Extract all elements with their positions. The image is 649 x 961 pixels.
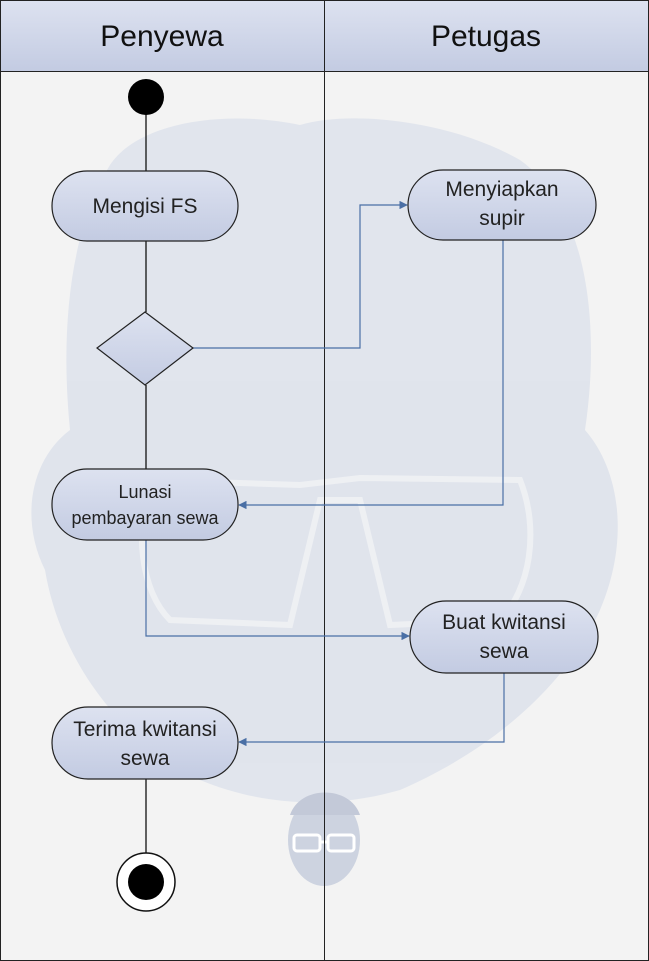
action-mengisi-fs-label: Mengisi FS: [92, 195, 197, 218]
end-node: [116, 852, 176, 912]
action-lunasi-pembayaran: [51, 468, 239, 541]
action-lunasi-label-1: Lunasi: [118, 482, 171, 502]
lane-title-penyewa: Penyewa: [100, 20, 224, 53]
action-terima-kwitansi-label-1: Terima kwitansi: [73, 718, 217, 741]
action-lunasi-label-2: pembayaran sewa: [71, 508, 219, 528]
action-buat-kwitansi-label-1: Buat kwitansi: [442, 611, 566, 634]
lane-title-petugas: Petugas: [431, 20, 541, 53]
action-terima-kwitansi: [51, 706, 239, 780]
action-menyiapkan-supir-label-2: supir: [479, 207, 525, 230]
action-menyiapkan-supir: [407, 169, 597, 241]
object-flow-lines: [145, 200, 505, 747]
action-terima-kwitansi-label-2: sewa: [120, 747, 169, 770]
action-menyiapkan-supir-label-1: Menyiapkan: [445, 178, 558, 201]
action-buat-kwitansi: [409, 600, 599, 674]
decision-node: [96, 311, 194, 386]
action-buat-kwitansi-label-2: sewa: [479, 640, 528, 663]
start-node: [128, 79, 164, 115]
action-mengisi-fs: [51, 170, 239, 242]
